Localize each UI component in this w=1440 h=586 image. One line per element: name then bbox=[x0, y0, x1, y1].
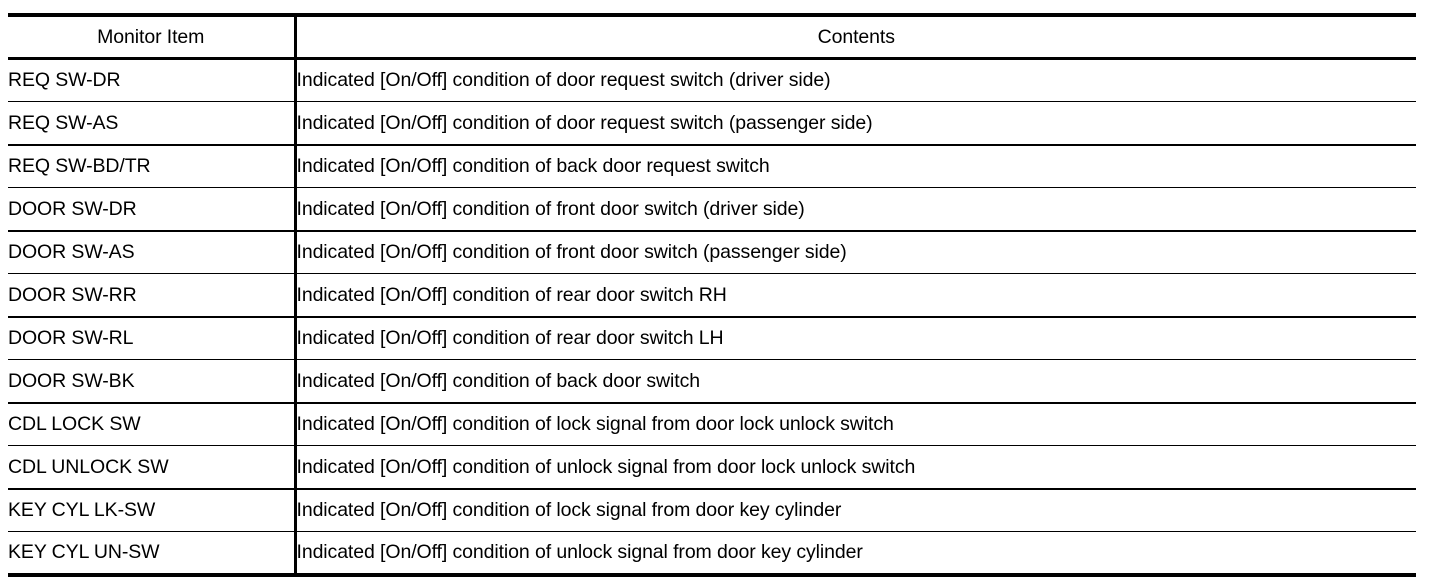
cell-contents: Indicated [On/Off] condition of lock sig… bbox=[295, 402, 1416, 446]
cell-contents: Indicated [On/Off] condition of door req… bbox=[295, 101, 1416, 146]
cell-contents: Indicated [On/Off] condition of door req… bbox=[295, 58, 1416, 102]
cell-monitor-item: KEY CYL LK-SW bbox=[8, 488, 297, 532]
cell-monitor-item: KEY CYL UN-SW bbox=[8, 531, 297, 575]
column-header-monitor-item: Monitor Item bbox=[8, 15, 297, 60]
cell-contents: Indicated [On/Off] condition of unlock s… bbox=[296, 541, 863, 564]
table-row: REQ SW-AS Indicated [On/Off] condition o… bbox=[8, 101, 1416, 146]
cell-monitor-item: REQ SW-BD/TR bbox=[8, 144, 297, 188]
cell-contents: Indicated [On/Off] condition of unlock s… bbox=[295, 445, 1416, 490]
column-header-contents-label: Contents bbox=[817, 25, 895, 48]
table-body: REQ SW-DR Indicated [On/Off] condition o… bbox=[8, 58, 1416, 575]
cell-monitor-item: REQ SW-DR bbox=[8, 58, 297, 102]
monitor-item-table: Monitor Item Contents REQ SW-DR Indicate… bbox=[8, 13, 1416, 577]
table-row: KEY CYL LK-SW Indicated [On/Off] conditi… bbox=[8, 488, 1416, 532]
cell-contents: Indicated [On/Off] condition of rear doo… bbox=[295, 316, 1416, 360]
cell-contents: Indicated [On/Off] condition of front do… bbox=[295, 187, 1416, 232]
cell-contents: Indicated [On/Off] condition of back doo… bbox=[295, 359, 1416, 404]
table-header-row: Monitor Item Contents bbox=[8, 15, 1416, 60]
table-row: DOOR SW-RL Indicated [On/Off] condition … bbox=[8, 316, 1416, 360]
table-row: DOOR SW-AS Indicated [On/Off] condition … bbox=[8, 230, 1416, 274]
table-row: REQ SW-DR Indicated [On/Off] condition o… bbox=[8, 58, 1416, 102]
cell-monitor-item: REQ SW-AS bbox=[8, 101, 297, 146]
cell-contents: Indicated [On/Off] condition of front do… bbox=[295, 230, 1416, 274]
cell-contents: Indicated [On/Off] condition of back doo… bbox=[295, 144, 1416, 188]
table-row: CDL UNLOCK SW Indicated [On/Off] conditi… bbox=[8, 445, 1416, 490]
table-row: KEY CYL UN-SW Indicated [On/Off] conditi… bbox=[8, 531, 1416, 575]
cell-contents: Indicated [On/Off] condition of rear doo… bbox=[295, 273, 1416, 318]
table-row: DOOR SW-RR Indicated [On/Off] condition … bbox=[8, 273, 1416, 318]
cell-monitor-item: DOOR SW-AS bbox=[8, 230, 297, 274]
cell-monitor-item: DOOR SW-BK bbox=[8, 359, 297, 404]
table-row: CDL LOCK SW Indicated [On/Off] condition… bbox=[8, 402, 1416, 446]
column-header-monitor-item-label: Monitor Item bbox=[97, 25, 205, 48]
cell-monitor-item: DOOR SW-DR bbox=[8, 187, 297, 232]
cell-monitor-item: CDL UNLOCK SW bbox=[8, 445, 297, 490]
table-header: Monitor Item Contents bbox=[8, 15, 1416, 60]
cell-monitor-item: CDL LOCK SW bbox=[8, 402, 297, 446]
table-row: REQ SW-BD/TR Indicated [On/Off] conditio… bbox=[8, 144, 1416, 188]
column-header-contents: Contents bbox=[295, 15, 1416, 60]
cell-contents: Indicated [On/Off] condition of lock sig… bbox=[295, 488, 1416, 532]
monitor-item-table-container: Monitor Item Contents REQ SW-DR Indicate… bbox=[8, 13, 1416, 577]
cell-monitor-item: DOOR SW-RR bbox=[8, 273, 297, 318]
cell-monitor-item: DOOR SW-RL bbox=[8, 316, 297, 360]
table-row: DOOR SW-DR Indicated [On/Off] condition … bbox=[8, 187, 1416, 232]
table-row: DOOR SW-BK Indicated [On/Off] condition … bbox=[8, 359, 1416, 404]
